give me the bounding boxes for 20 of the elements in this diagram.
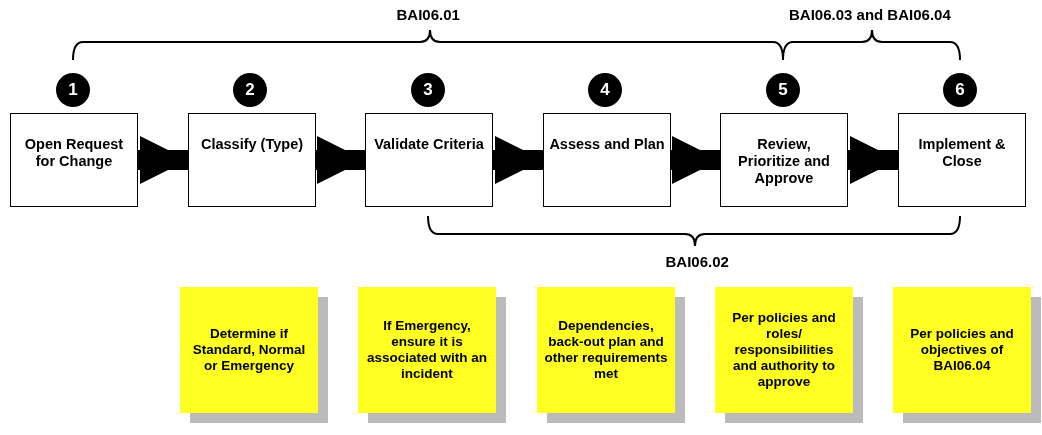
process-box: Open Request for Change bbox=[10, 113, 138, 207]
process-box: Assess and Plan bbox=[543, 113, 671, 207]
step-number-badge: 2 bbox=[233, 73, 267, 107]
block-arrow bbox=[848, 136, 898, 184]
block-arrow bbox=[138, 136, 188, 184]
step-number-badge: 6 bbox=[943, 73, 977, 107]
step-number-badge: 4 bbox=[588, 73, 622, 107]
block-arrow bbox=[316, 136, 365, 184]
section-label: BAI06.03 and BAI06.04 bbox=[789, 6, 951, 23]
process-box: Implement & Close bbox=[898, 113, 1026, 207]
step-number-badge: 3 bbox=[411, 73, 445, 107]
section-label: BAI06.02 bbox=[665, 253, 729, 270]
process-box: Classify (Type) bbox=[188, 113, 316, 207]
step-number-badge: 5 bbox=[766, 73, 800, 107]
block-arrow bbox=[493, 136, 543, 184]
block-arrow bbox=[671, 136, 720, 184]
process-box: Review, Prioritize and Approve bbox=[720, 113, 848, 207]
process-box: Validate Criteria bbox=[365, 113, 493, 207]
section-label: BAI06.01 bbox=[396, 6, 460, 23]
step-number-badge: 1 bbox=[56, 73, 90, 107]
